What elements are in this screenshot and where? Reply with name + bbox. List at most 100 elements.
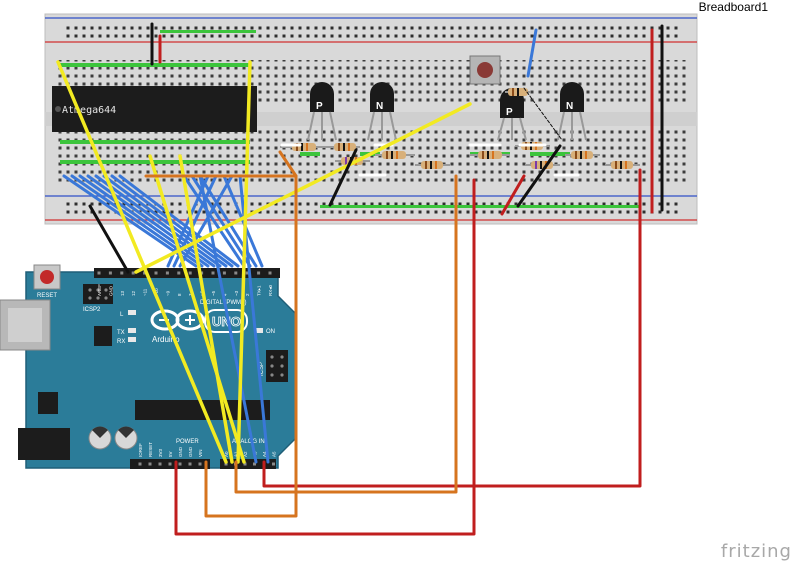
breadboard-title: Breadboard1 — [698, 0, 768, 14]
power-pin-label: IOREF — [138, 443, 143, 457]
power-pin-hole — [188, 462, 192, 466]
analog-header — [220, 459, 276, 469]
digital-pin-label: GND — [108, 285, 113, 296]
resistor-2 — [330, 143, 360, 151]
transistor-2: N — [367, 82, 397, 141]
transistor-1: P — [307, 82, 337, 141]
power-label: POWER — [176, 439, 199, 445]
digital-pin-label: 7 — [188, 293, 193, 296]
breadboard — [44, 13, 698, 225]
icsp-header — [266, 350, 288, 382]
digital-pin-label: 8 — [177, 293, 182, 296]
digital-pin-hole — [268, 271, 272, 275]
led-tx — [128, 328, 136, 333]
analog-pin-label: A4 — [262, 451, 267, 457]
power-pin-label: 5V — [168, 451, 173, 457]
digital-pin-label: 4 — [222, 293, 227, 296]
power-pin-label: GND — [178, 446, 183, 457]
transistor-1-label: P — [316, 101, 323, 112]
digital-pin-label: ~11 — [143, 288, 148, 296]
digital-pin-hole — [257, 271, 261, 275]
led-rx — [128, 337, 136, 342]
digital-pin-hole — [120, 271, 124, 275]
digital-pin-hole — [143, 271, 147, 275]
pushbutton[interactable] — [469, 55, 501, 85]
digital-pin-hole — [154, 271, 158, 275]
reset-button[interactable] — [33, 264, 61, 290]
power-pin-hole — [178, 462, 182, 466]
brand-label: Arduino — [152, 335, 180, 344]
led-l-label: L — [120, 312, 124, 318]
atmega-chip: Atmega644 — [52, 86, 257, 132]
analog-pin-hole — [253, 462, 256, 466]
analog-pin-label: A2 — [243, 451, 248, 457]
digital-pin-label: AREF — [97, 284, 102, 296]
resistor-4 — [375, 151, 415, 159]
analog-pin-hole — [243, 462, 247, 466]
orange-wires — [144, 150, 458, 518]
transistor-2-label: N — [376, 101, 383, 112]
analog-label: ANALOG IN — [232, 439, 265, 445]
power-pin-label: 3V3 — [158, 448, 163, 457]
led-on — [255, 328, 263, 333]
reset-label: RESET — [37, 293, 57, 299]
power-pin-hole — [138, 462, 142, 466]
led-rx-label: RX — [117, 339, 125, 345]
digital-pin-label: 2 — [245, 293, 250, 296]
black-wires — [88, 22, 664, 274]
digital-pin-label: 13 — [120, 290, 125, 296]
led-l — [128, 310, 136, 315]
digital-pin-label: TX▸1 — [257, 285, 262, 296]
digital-label: DIGITAL (PWM~) — [200, 300, 247, 306]
digital-pin-hole — [108, 271, 112, 275]
transistor-4-label: N — [566, 101, 573, 112]
wires — [56, 22, 664, 536]
digital-pin-hole — [222, 271, 226, 275]
dashed-leg — [523, 87, 563, 141]
voltage-regulator — [38, 392, 58, 414]
power-pin-hole — [148, 462, 152, 466]
resistor-10 — [565, 151, 600, 159]
analog-pin-hole — [224, 462, 228, 466]
model-label: UNO — [212, 314, 241, 329]
digital-pin-hole — [97, 271, 101, 275]
usb-chip — [94, 326, 112, 346]
power-pin-hole — [158, 462, 162, 466]
power-pin-label: VIN — [198, 449, 203, 457]
digital-pin-label: 12 — [131, 290, 136, 296]
icsp2-label: ICSP2 — [83, 307, 101, 313]
fritzing-watermark: fritzing — [720, 541, 792, 562]
icsp-label: ICSP — [259, 362, 265, 376]
top-power-rail — [62, 22, 682, 38]
digital-pin-label: RX◂0 — [268, 284, 273, 296]
analog-pin-label: A0 — [224, 451, 229, 457]
digital-pin-label: ~10 — [154, 288, 159, 296]
digital-pin-label: ~9 — [165, 290, 170, 296]
digital-pin-hole — [177, 271, 181, 275]
digital-pin-hole — [131, 271, 135, 275]
on-label: ON — [266, 329, 275, 335]
power-pin-hole — [198, 462, 202, 466]
transistor-4: N — [557, 82, 587, 141]
resistor-11 — [605, 161, 640, 169]
power-pin-label: RESET — [148, 442, 153, 457]
power-pin-labels: IOREF RESET 3V3 5V GND GND VIN — [138, 442, 203, 457]
digital-pin-hole — [165, 271, 169, 275]
analog-pin-hole — [272, 462, 275, 466]
resistor-7 — [505, 88, 530, 96]
resistor-6 — [470, 151, 510, 159]
power-pin-label: GND — [188, 446, 193, 457]
led-tx-label: TX — [117, 330, 125, 336]
analog-pin-label: A1 — [234, 451, 239, 457]
digital-pin-hole — [245, 271, 249, 275]
chip-label: Atmega644 — [62, 105, 116, 116]
yellow-wires — [56, 60, 472, 464]
digital-pin-hole — [234, 271, 238, 275]
digital-pin-hole — [188, 271, 192, 275]
red-wires — [158, 28, 654, 536]
digital-pin-label: ~5 — [211, 290, 216, 296]
transistor-3-label: P — [506, 107, 513, 118]
power-pin-hole — [168, 462, 172, 466]
